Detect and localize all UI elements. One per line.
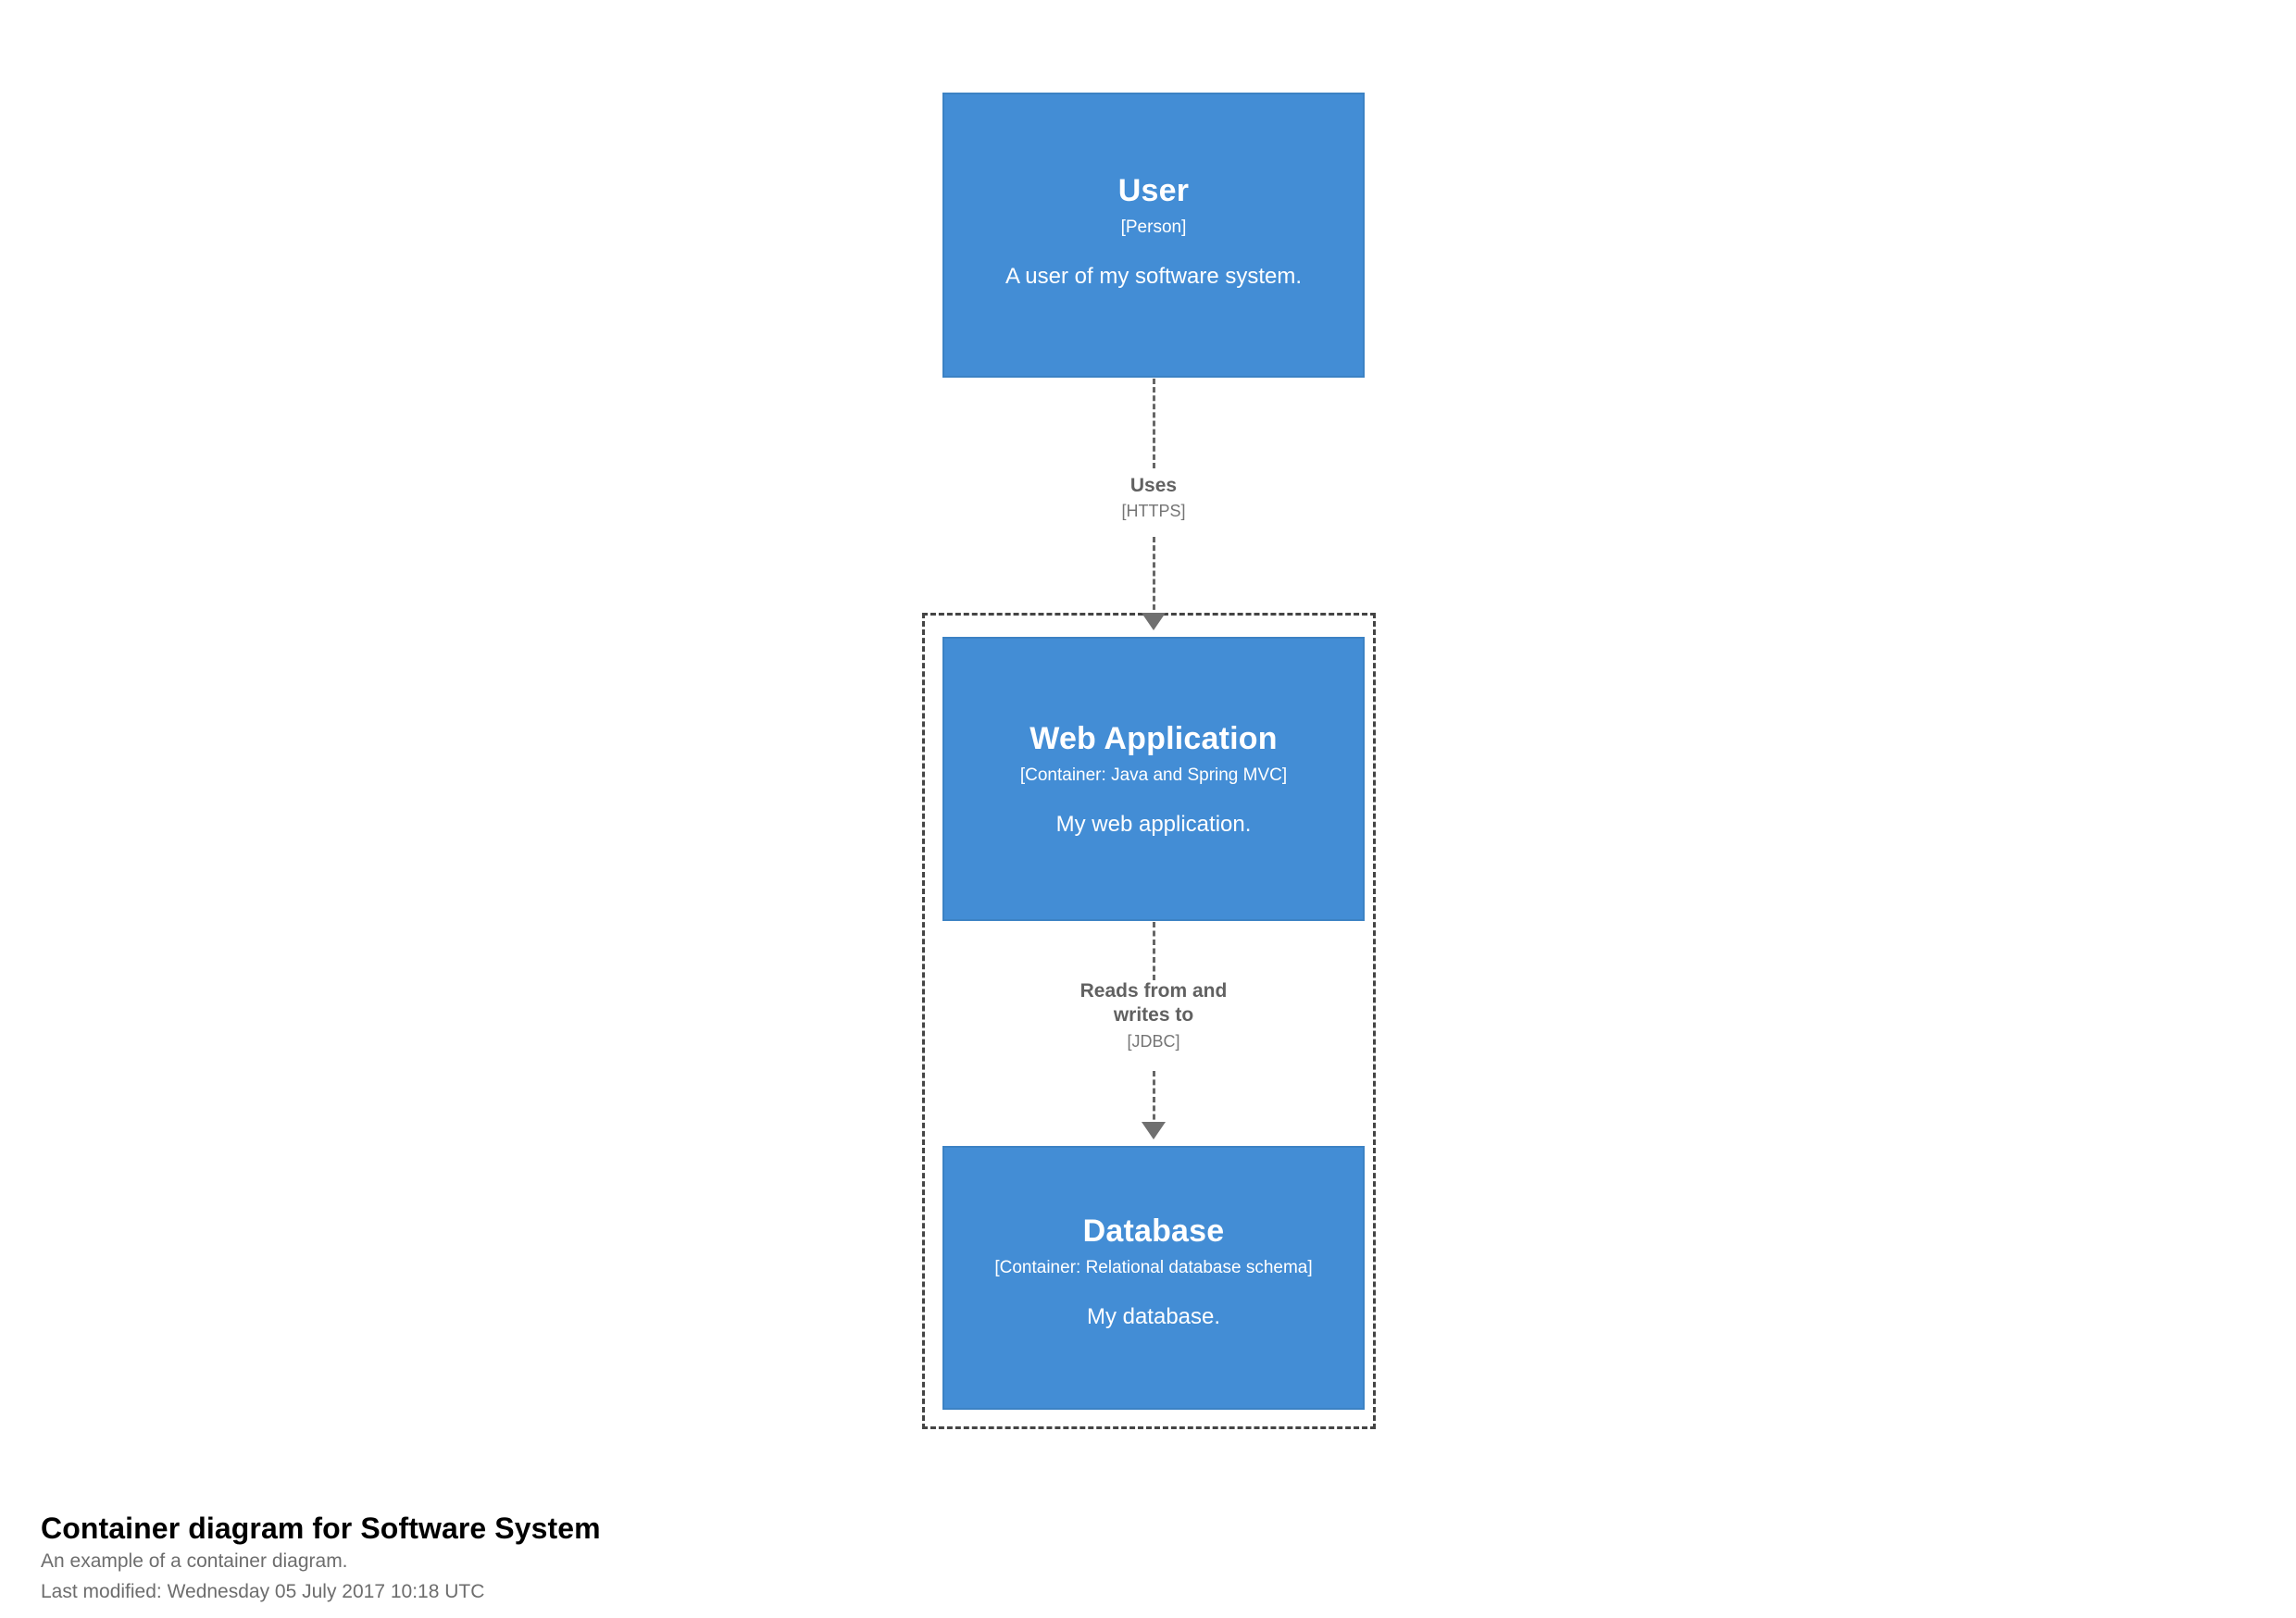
element-user-description: A user of my software system. [1004, 264, 1303, 290]
relationship-uses-label: Uses [HTTPS] [968, 474, 1339, 522]
element-database-description: My database. [1086, 1304, 1221, 1330]
element-user-technology: [Person] [1120, 218, 1187, 238]
relationship-uses-line-upper [1153, 379, 1155, 468]
relationship-uses-line-lower [1153, 537, 1155, 618]
element-web-application-name: Web Application [1029, 721, 1278, 756]
element-database[interactable]: Database [Container: Relational database… [942, 1146, 1365, 1410]
diagram-last-modified: Last modified: Wednesday 05 July 2017 10… [41, 1580, 485, 1602]
diagram-caption: Container diagram for Software System An… [41, 1511, 1337, 1606]
relationship-reads-writes-arrowhead-icon [1142, 1122, 1166, 1139]
relationship-reads-writes-technology: [JDBC] [1127, 1031, 1180, 1051]
relationship-reads-writes-label: Reads from and writes to [JDBC] [968, 979, 1339, 1052]
diagram-title: Container diagram for Software System [41, 1512, 601, 1545]
element-database-name: Database [1082, 1214, 1225, 1249]
element-database-technology: [Container: Relational database schema] [994, 1258, 1313, 1278]
relationship-reads-writes-description-line1: Reads from and [1079, 980, 1228, 1002]
element-user[interactable]: User [Person] A user of my software syst… [942, 93, 1365, 378]
relationship-reads-writes-line-lower [1153, 1071, 1155, 1128]
element-web-application-technology: [Container: Java and Spring MVC] [1019, 765, 1288, 786]
relationship-reads-writes-description-line2: writes to [1113, 1004, 1194, 1027]
element-user-name: User [1117, 173, 1190, 208]
relationship-uses-arrowhead-icon [1142, 613, 1166, 630]
diagram-subtitle: An example of a container diagram. [41, 1550, 348, 1573]
element-web-application[interactable]: Web Application [Container: Java and Spr… [942, 637, 1365, 921]
relationship-reads-writes-line-upper [1153, 922, 1155, 980]
relationship-uses-technology: [HTTPS] [1121, 502, 1186, 521]
relationship-uses-description: Uses [1129, 475, 1178, 496]
element-web-application-description: My web application. [1055, 812, 1252, 838]
